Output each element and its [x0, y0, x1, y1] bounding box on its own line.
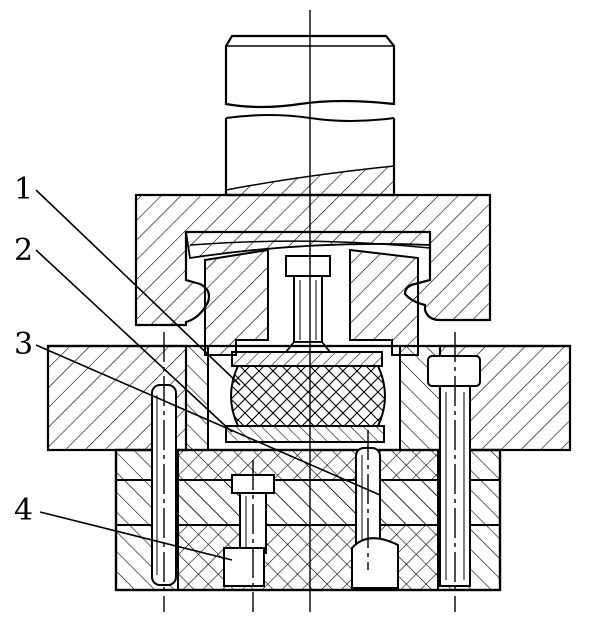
- leader-lines: [35, 189, 381, 561]
- upper-housing: [134, 193, 492, 356]
- callout-1: 1: [14, 172, 34, 207]
- callout-3: 3: [14, 327, 34, 362]
- callout-4: 4: [14, 493, 34, 528]
- callout-2: 2: [14, 233, 34, 268]
- center-lines: [163, 10, 456, 612]
- elastomer-pad: [225, 351, 386, 443]
- lower-pin: [351, 447, 399, 589]
- center-screw: [284, 255, 332, 353]
